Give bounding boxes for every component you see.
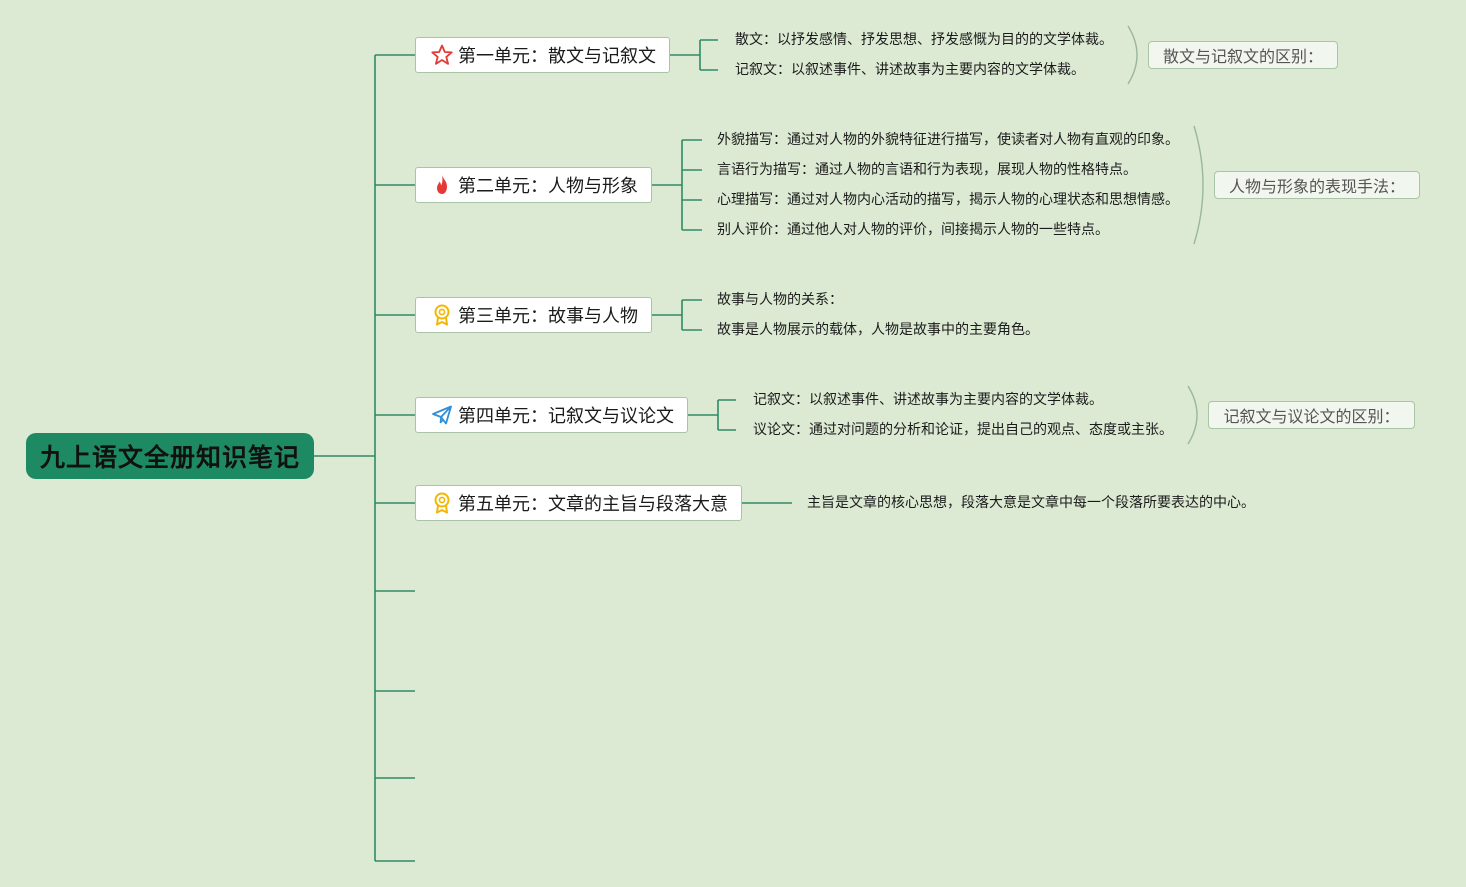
unit-5-title: 第五单元：文章的主旨与段落大意: [458, 494, 728, 515]
unit-4-item-1[interactable]: 记叙文：以叙述事件、讲述故事为主要内容的文学体裁。: [753, 392, 1103, 408]
unit-1-node[interactable]: 第一单元：散文与记叙文: [415, 37, 670, 73]
unit-1-title: 第一单元：散文与记叙文: [458, 46, 656, 67]
medal-icon: [430, 491, 454, 515]
unit-2-item-4[interactable]: 别人评价：通过他人对人物的评价，间接揭示人物的一些特点。: [717, 222, 1109, 238]
unit-4-item-2[interactable]: 议论文：通过对问题的分析和论证，提出自己的观点、态度或主张。: [753, 422, 1173, 438]
fire-icon: [430, 173, 454, 197]
unit-3-item-1[interactable]: 故事与人物的关系：: [717, 292, 843, 308]
unit-4-title: 第四单元：记叙文与议论文: [458, 406, 674, 427]
unit-1-summary[interactable]: 散文与记叙文的区别：: [1148, 41, 1338, 69]
root-title: 九上语文全册知识笔记: [39, 443, 300, 472]
unit-2-title: 第二单元：人物与形象: [458, 176, 638, 197]
paper-plane-icon: [430, 403, 454, 427]
unit-4-summary[interactable]: 记叙文与议论文的区别：: [1208, 401, 1415, 429]
unit-3-item-2[interactable]: 故事是人物展示的载体，人物是故事中的主要角色。: [717, 322, 1039, 338]
root-topic[interactable]: 九上语文全册知识笔记: [26, 433, 314, 479]
unit-5-node[interactable]: 第五单元：文章的主旨与段落大意: [415, 485, 742, 521]
unit-2-item-3[interactable]: 心理描写：通过对人物内心活动的描写，揭示人物的心理状态和思想情感。: [717, 192, 1179, 208]
unit-4-summary-text: 记叙文与议论文的区别：: [1223, 407, 1400, 426]
unit-4-node[interactable]: 第四单元：记叙文与议论文: [415, 397, 688, 433]
unit-3-title: 第三单元：故事与人物: [458, 306, 638, 327]
unit-3-node[interactable]: 第三单元：故事与人物: [415, 297, 652, 333]
unit-2-node[interactable]: 第二单元：人物与形象: [415, 167, 652, 203]
unit-1-item-1[interactable]: 散文：以抒发感情、抒发思想、抒发感慨为目的的文学体裁。: [735, 32, 1113, 48]
unit-2-item-1[interactable]: 外貌描写：通过对人物的外貌特征进行描写，使读者对人物有直观的印象。: [717, 132, 1179, 148]
unit-1-item-2[interactable]: 记叙文：以叙述事件、讲述故事为主要内容的文学体裁。: [735, 62, 1085, 78]
unit-2-summary[interactable]: 人物与形象的表现手法：: [1214, 171, 1420, 199]
unit-2-summary-text: 人物与形象的表现手法：: [1228, 177, 1405, 196]
unit-5-item-1[interactable]: 主旨是文章的核心思想，段落大意是文章中每一个段落所要表达的中心。: [807, 495, 1255, 511]
unit-2-item-2[interactable]: 言语行为描写：通过人物的言语和行为表现，展现人物的性格特点。: [717, 162, 1137, 178]
medal-icon: [430, 303, 454, 327]
unit-1-summary-text: 散文与记叙文的区别：: [1162, 47, 1323, 66]
star-icon: [430, 43, 454, 67]
